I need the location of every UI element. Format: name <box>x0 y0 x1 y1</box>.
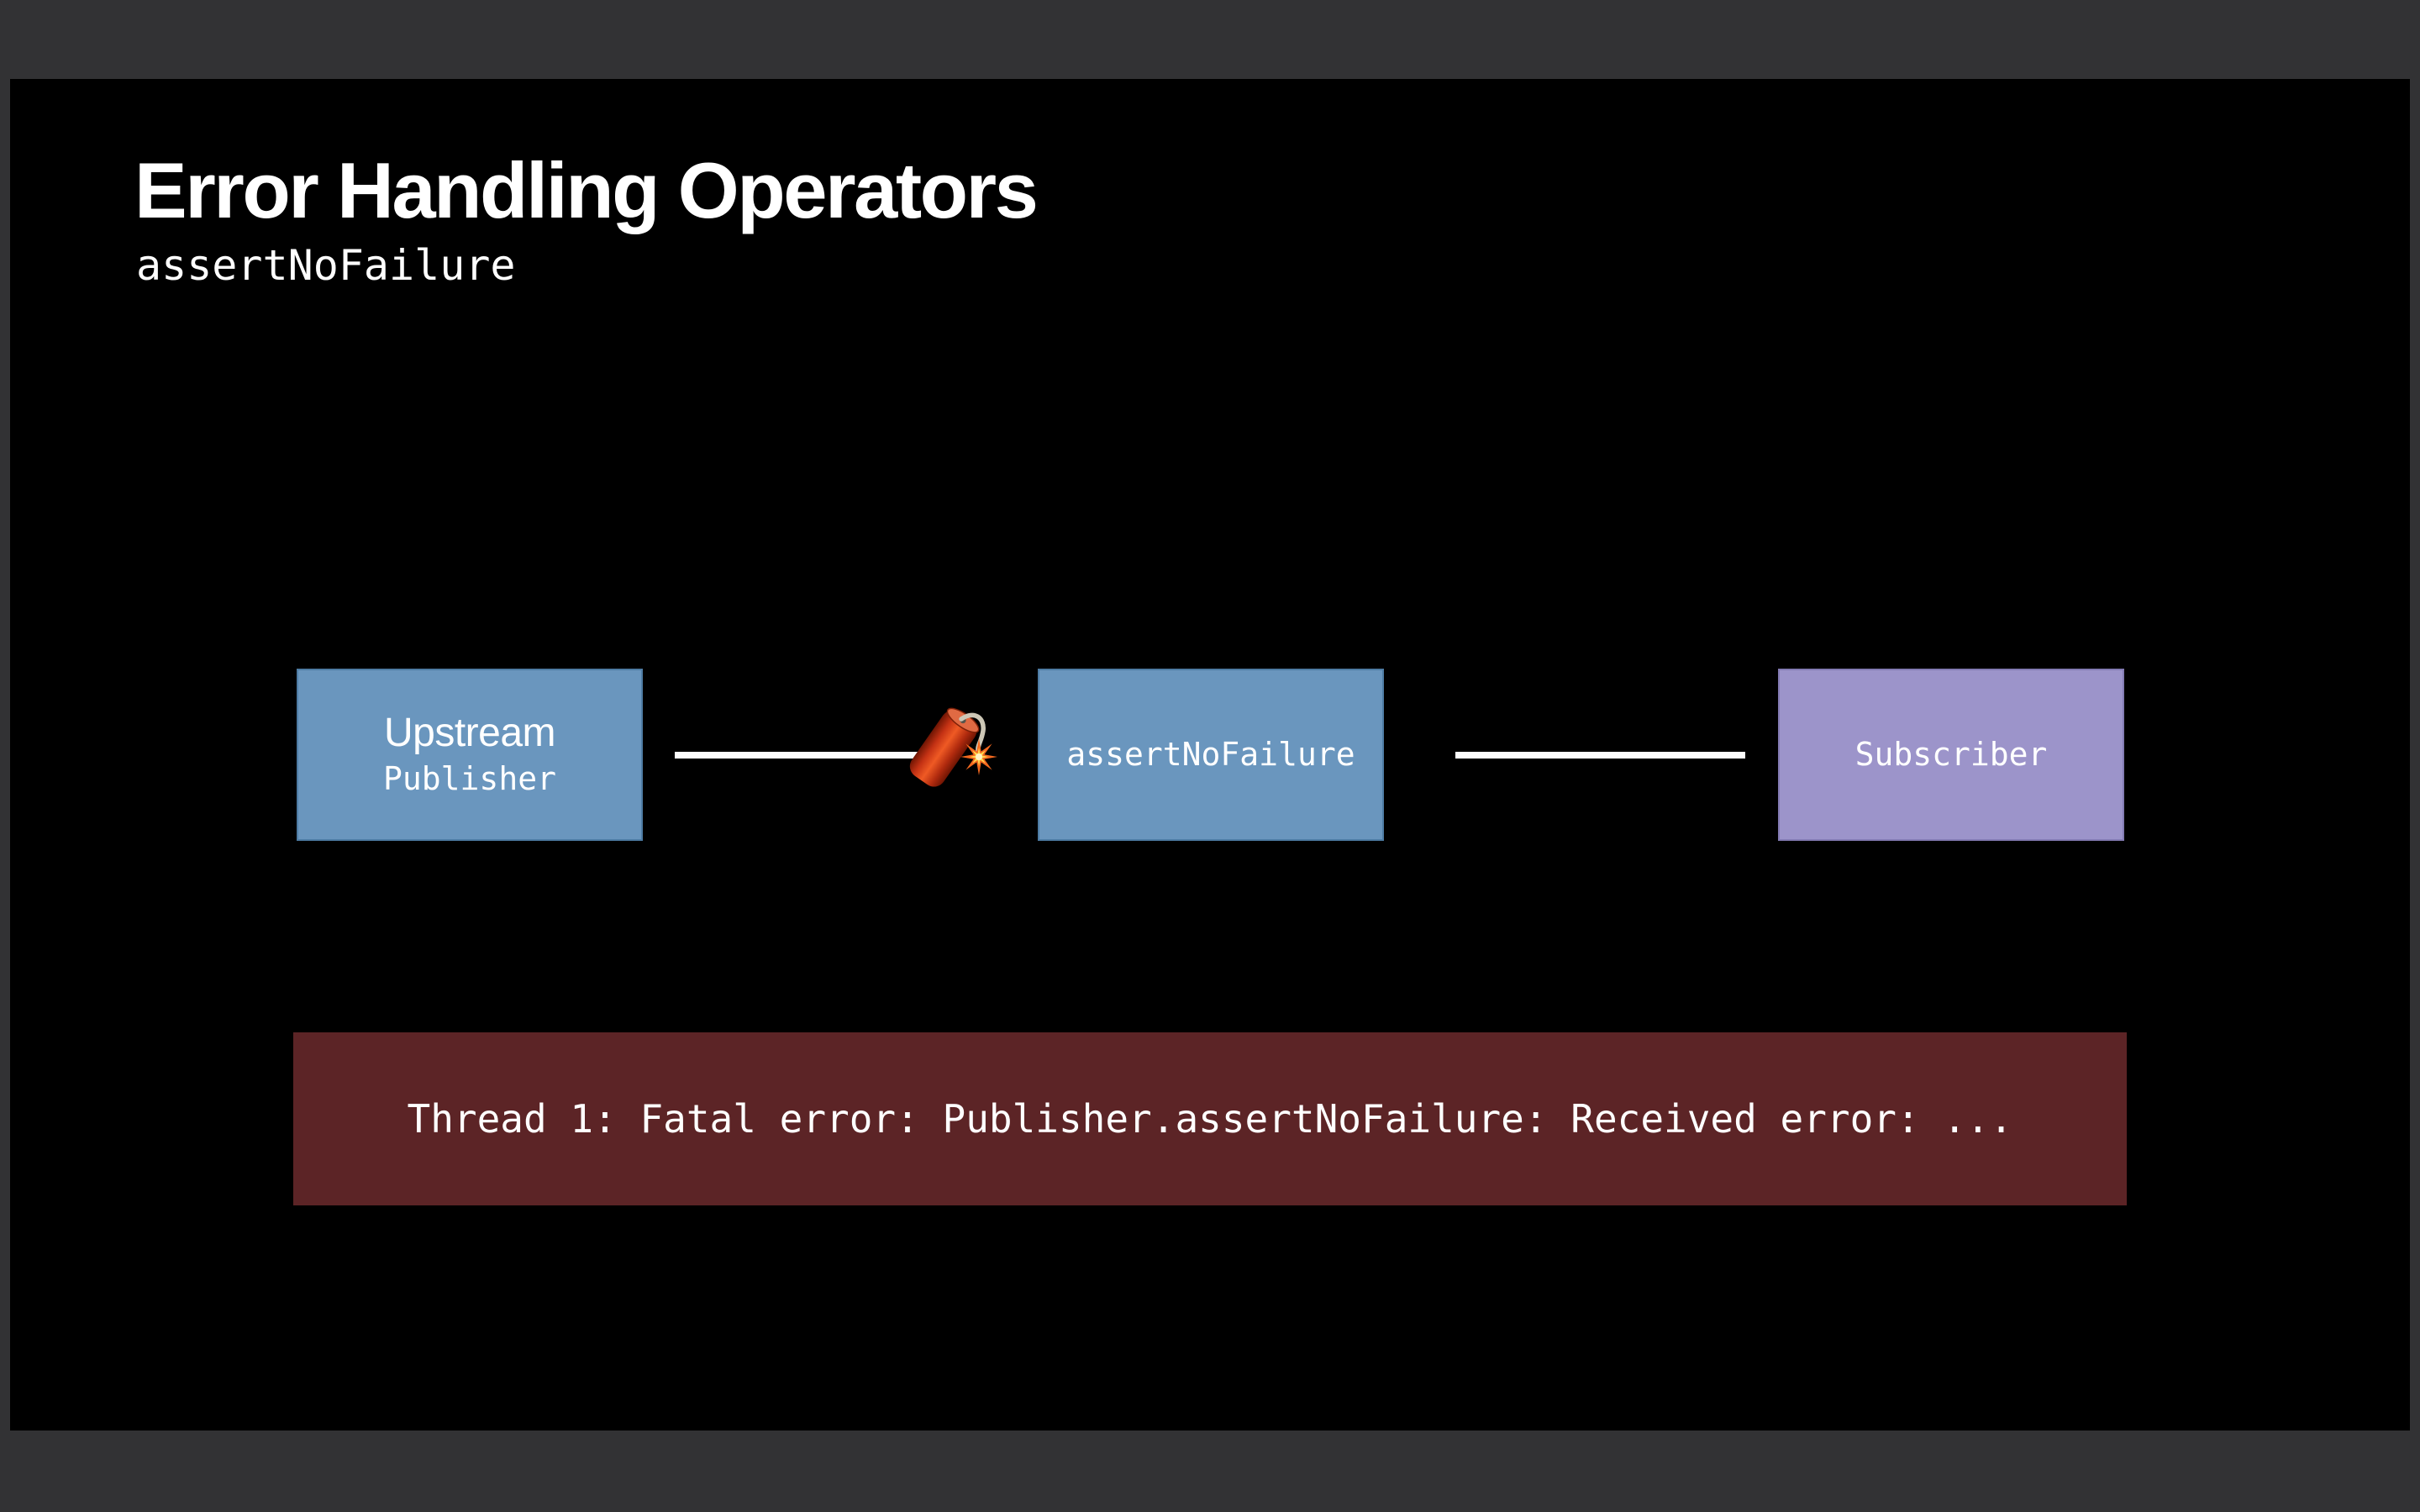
connector-line-left <box>675 752 922 759</box>
slide-canvas: Error Handling Operators assertNoFailure… <box>10 79 2410 1431</box>
assert-no-failure-box: assertNoFailure <box>1038 669 1384 841</box>
subscriber-label: Subscriber <box>1854 735 2048 773</box>
subscriber-box: Subscriber <box>1778 669 2124 841</box>
slide-title: Error Handling Operators <box>134 146 1039 234</box>
publisher-label: Publisher <box>383 759 556 797</box>
upstream-publisher-box: Upstream Publisher <box>297 669 643 841</box>
fatal-error-text: Thread 1: Fatal error: Publisher.assertN… <box>407 1096 2013 1142</box>
slide-subtitle: assertNoFailure <box>136 241 516 290</box>
firecracker-emoji <box>909 707 997 787</box>
fatal-error-banner: Thread 1: Fatal error: Publisher.assertN… <box>293 1032 2127 1205</box>
upstream-label: Upstream <box>383 711 556 756</box>
spark <box>960 738 997 775</box>
assert-no-failure-label: assertNoFailure <box>1066 735 1355 773</box>
connector-line-right <box>1455 752 1745 759</box>
